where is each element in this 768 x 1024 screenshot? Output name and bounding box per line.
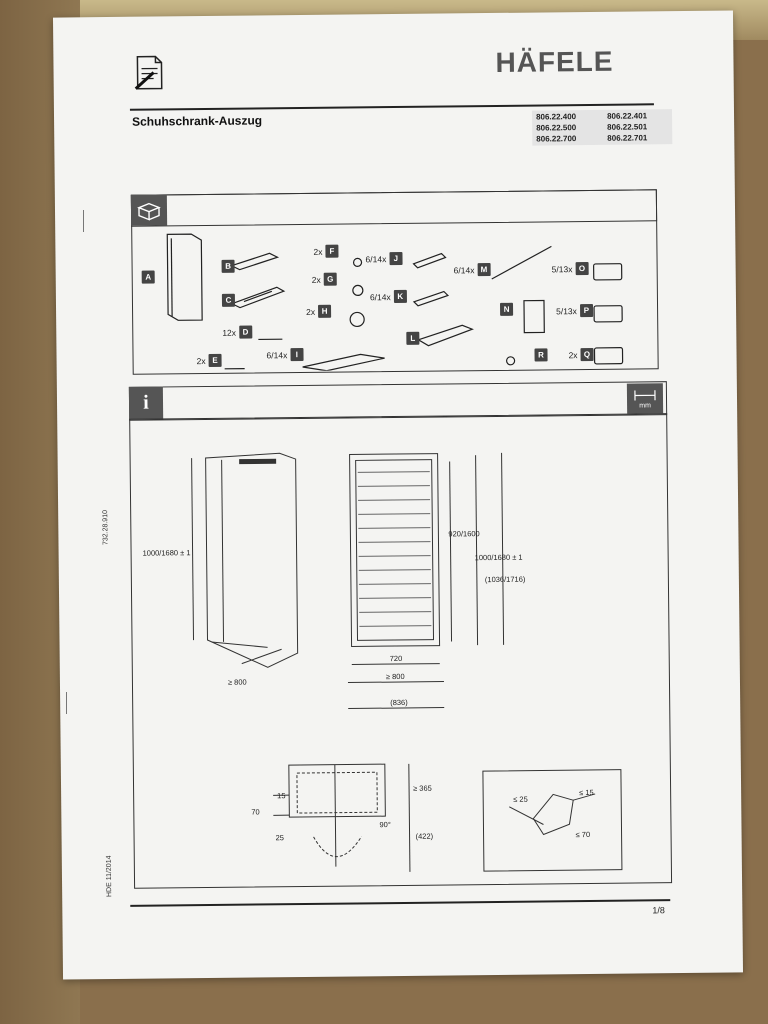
part-qty: 2x: [196, 355, 206, 366]
part-o: 5/13x O: [551, 261, 589, 276]
package-icon: [130, 194, 168, 226]
unit-mm-icon: mm: [626, 383, 664, 414]
dim-width-836: (836): [390, 697, 408, 708]
part-label: L: [406, 331, 420, 345]
part-label: I: [290, 347, 304, 362]
dim-hinge-25: ≤ 25: [513, 794, 528, 804]
dim-width-720: 720: [389, 653, 403, 664]
part-c: C: [221, 293, 236, 307]
page-number: 1/8: [652, 905, 665, 916]
part-label: K: [393, 289, 407, 304]
binder-mark: [83, 210, 84, 232]
part-l: L: [406, 331, 420, 345]
part-qty: 2x: [568, 349, 578, 360]
dim-70: 70: [251, 807, 260, 817]
part-e: 2x E: [196, 353, 222, 367]
part-qty: 6/14x: [453, 264, 475, 275]
doc-number: 732.28.910: [102, 509, 110, 546]
dim-365: ≥ 365: [413, 783, 432, 793]
dim-angle-90: 90°: [379, 820, 391, 830]
part-label: Q: [580, 347, 594, 362]
article-number: 806.22.500: [536, 123, 577, 133]
part-label: F: [325, 244, 339, 258]
part-label: O: [575, 261, 589, 276]
dim-15: 15: [277, 791, 286, 801]
part-d: 12x D: [222, 325, 253, 339]
part-label: R: [534, 348, 548, 362]
part-label: P: [579, 303, 593, 318]
part-j: 6/14x J: [365, 251, 403, 266]
part-r: R: [534, 348, 548, 362]
info-icon: i: [128, 386, 164, 420]
part-label: N: [499, 302, 514, 316]
part-qty: 2x: [311, 274, 321, 285]
part-label: C: [221, 293, 236, 307]
dim-total-height-alt: (1036/1716): [484, 574, 526, 585]
dim-total-height: 1000/1680 ± 1: [474, 552, 523, 563]
part-n: N: [499, 302, 514, 316]
dim-hinge-15: ≤ 15: [579, 787, 594, 798]
part-label: B: [221, 259, 235, 273]
part-label: A: [141, 270, 155, 284]
unit-label: mm: [639, 401, 651, 409]
doc-version: HDE 11/2014: [105, 855, 114, 898]
part-b: B: [221, 259, 235, 273]
part-a: A: [141, 270, 155, 284]
article-number: 806.22.501: [607, 122, 648, 132]
part-p: 5/13x P: [556, 303, 593, 318]
part-q: 2x Q: [568, 347, 594, 362]
binder-mark: [66, 692, 67, 714]
part-qty: 5/13x: [551, 263, 573, 274]
part-qty: 2x: [306, 306, 316, 317]
dim-cabinet-height: 1000/1680 ± 1: [142, 548, 191, 558]
part-qty: 5/13x: [556, 305, 577, 316]
part-qty: 6/14x: [365, 253, 387, 264]
article-number: 806.22.701: [607, 133, 648, 143]
dim-hinge-70: ≤ 70: [575, 830, 591, 840]
part-qty: 6/14x: [369, 291, 391, 302]
part-i: 6/14x I: [266, 347, 304, 362]
dimension-drawings: [191, 452, 623, 872]
part-label: J: [389, 251, 403, 266]
article-number: 806.22.700: [536, 134, 577, 144]
dim-25: 25: [275, 833, 284, 843]
part-g: 2x G: [311, 272, 337, 286]
parts-drawings: [166, 233, 624, 372]
part-qty: 6/14x: [266, 349, 288, 360]
part-label: E: [208, 353, 222, 367]
part-label: M: [477, 263, 491, 277]
part-m: 6/14x M: [453, 263, 491, 277]
part-h: 2x H: [306, 304, 332, 318]
part-label: H: [317, 304, 332, 318]
dim-cabinet-depth: ≥ 800: [227, 677, 247, 687]
part-label: D: [238, 325, 253, 339]
article-number: 806.22.400: [536, 112, 577, 122]
dim-width-800: ≥ 800: [385, 671, 405, 682]
brand-logo: HÄFELE: [495, 45, 614, 78]
part-qty: 12x: [222, 327, 237, 338]
article-numbers: 806.22.400 806.22.401 806.22.500 806.22.…: [531, 109, 673, 146]
article-number: 806.22.401: [606, 111, 648, 121]
instruction-sheet: HÄFELE Schuhschrank-Auszug 806.22.400 80…: [52, 10, 744, 980]
dim-422: (422): [415, 831, 434, 841]
part-k: 6/14x K: [369, 289, 407, 304]
footer-rule: [130, 899, 671, 907]
part-label: G: [323, 272, 337, 286]
part-f: 2x F: [313, 244, 339, 258]
dim-pullout-height: 920/1600: [448, 529, 480, 539]
part-qty: 2x: [313, 246, 323, 257]
document-pencil-icon: [129, 52, 169, 92]
product-title: Schuhschrank-Auszug: [132, 113, 263, 129]
